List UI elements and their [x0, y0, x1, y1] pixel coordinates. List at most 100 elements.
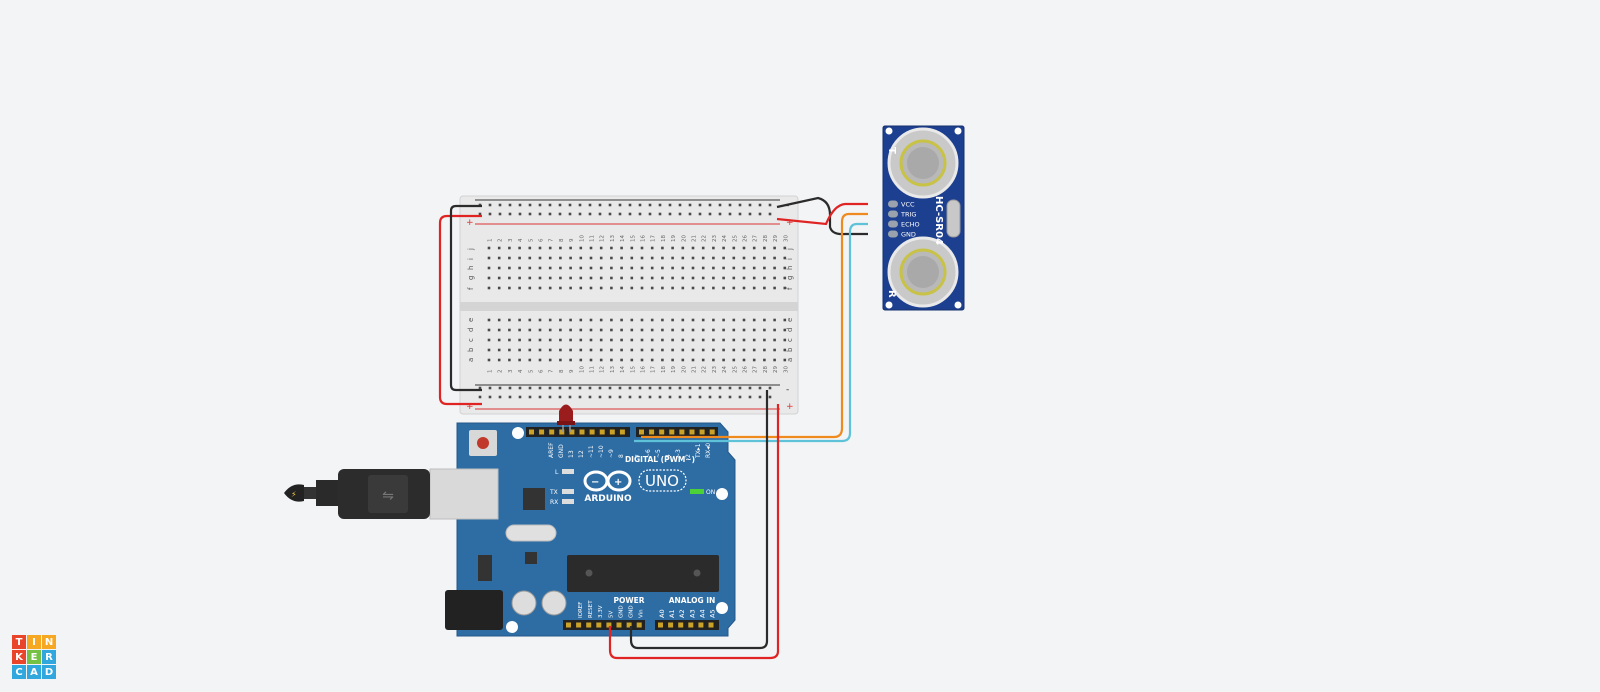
rail-hole[interactable]: [478, 386, 482, 390]
rail-hole[interactable]: [728, 212, 732, 216]
breadboard-hole[interactable]: [610, 256, 613, 260]
breadboard-hole[interactable]: [630, 318, 634, 322]
breadboard-hole[interactable]: [518, 358, 521, 362]
breadboard-holes[interactable]: [478, 203, 787, 399]
analog-header[interactable]: [655, 620, 719, 630]
breadboard-hole[interactable]: [742, 286, 746, 290]
breadboard-hole[interactable]: [661, 318, 664, 322]
rail-hole[interactable]: [658, 203, 662, 207]
breadboard-hole[interactable]: [579, 348, 583, 352]
breadboard-hole[interactable]: [783, 358, 787, 362]
rail-hole[interactable]: [678, 395, 682, 399]
breadboard-hole[interactable]: [763, 348, 766, 352]
breadboard-hole[interactable]: [620, 318, 623, 322]
breadboard-hole[interactable]: [599, 348, 603, 352]
breadboard-hole[interactable]: [487, 256, 491, 260]
rail-hole[interactable]: [498, 386, 502, 390]
breadboard-hole[interactable]: [712, 318, 715, 322]
breadboard-hole[interactable]: [508, 266, 511, 270]
breadboard-hole[interactable]: [620, 246, 623, 250]
breadboard-hole[interactable]: [579, 338, 583, 342]
rail-hole[interactable]: [568, 212, 572, 216]
rail-hole[interactable]: [478, 212, 482, 216]
breadboard-hole[interactable]: [722, 246, 725, 250]
breadboard-hole[interactable]: [610, 246, 613, 250]
breadboard-hole[interactable]: [538, 276, 542, 280]
breadboard-hole[interactable]: [650, 318, 654, 322]
breadboard-hole[interactable]: [681, 256, 685, 260]
rail-hole[interactable]: [588, 212, 592, 216]
breadboard-hole[interactable]: [671, 358, 674, 362]
breadboard-hole[interactable]: [487, 318, 491, 322]
breadboard-hole[interactable]: [579, 256, 583, 260]
breadboard-hole[interactable]: [671, 246, 674, 250]
rail-hole[interactable]: [528, 386, 532, 390]
breadboard-hole[interactable]: [701, 318, 705, 322]
breadboard-hole[interactable]: [681, 276, 685, 280]
breadboard-hole[interactable]: [752, 358, 756, 362]
breadboard-hole[interactable]: [691, 276, 695, 280]
breadboard-hole[interactable]: [569, 256, 572, 260]
header-pin[interactable]: [586, 622, 592, 628]
rail-hole[interactable]: [498, 212, 502, 216]
header-pin[interactable]: [579, 429, 585, 435]
wires[interactable]: [438, 196, 868, 660]
wire-red-5v[interactable]: [608, 404, 780, 660]
breadboard[interactable]: - + - + - + - + 112233445566778899101011…: [459, 195, 799, 415]
breadboard-hole[interactable]: [752, 328, 756, 332]
header-pin[interactable]: [549, 429, 555, 435]
wire-red-sensor-vcc[interactable]: [776, 202, 868, 226]
rail-hole[interactable]: [648, 386, 652, 390]
tinkercad-logo[interactable]: T I N K E R C A D: [12, 635, 57, 680]
rail-hole[interactable]: [748, 386, 752, 390]
header-pin[interactable]: [576, 622, 582, 628]
breadboard-hole[interactable]: [589, 256, 593, 260]
breadboard-hole[interactable]: [599, 358, 603, 362]
header-pin[interactable]: [659, 429, 665, 435]
breadboard-hole[interactable]: [528, 246, 532, 250]
breadboard-hole[interactable]: [508, 358, 511, 362]
breadboard-hole[interactable]: [497, 276, 501, 280]
breadboard-hole[interactable]: [620, 276, 623, 280]
breadboard-hole[interactable]: [742, 266, 746, 270]
breadboard-hole[interactable]: [528, 358, 532, 362]
header-pin[interactable]: [589, 429, 595, 435]
breadboard-hole[interactable]: [630, 286, 634, 290]
breadboard-hole[interactable]: [681, 246, 685, 250]
rail-hole[interactable]: [738, 395, 742, 399]
breadboard-hole[interactable]: [528, 348, 532, 352]
breadboard-hole[interactable]: [691, 328, 695, 332]
breadboard-hole[interactable]: [773, 266, 776, 270]
breadboard-hole[interactable]: [487, 358, 491, 362]
rail-hole[interactable]: [678, 386, 682, 390]
breadboard-hole[interactable]: [599, 338, 603, 342]
breadboard-hole[interactable]: [508, 348, 511, 352]
rail-hole[interactable]: [608, 203, 612, 207]
rail-hole[interactable]: [558, 386, 562, 390]
rail-hole[interactable]: [658, 386, 662, 390]
rail-hole[interactable]: [648, 203, 652, 207]
breadboard-hole[interactable]: [783, 246, 787, 250]
breadboard-hole[interactable]: [722, 338, 725, 342]
breadboard-hole[interactable]: [752, 348, 756, 352]
breadboard-hole[interactable]: [518, 266, 521, 270]
sensor-pin[interactable]: [888, 200, 898, 208]
breadboard-hole[interactable]: [783, 348, 787, 352]
breadboard-hole[interactable]: [783, 286, 787, 290]
breadboard-hole[interactable]: [559, 328, 562, 332]
breadboard-hole[interactable]: [569, 286, 572, 290]
breadboard-hole[interactable]: [538, 286, 542, 290]
rail-hole[interactable]: [748, 395, 752, 399]
rail-hole[interactable]: [668, 203, 672, 207]
breadboard-hole[interactable]: [518, 318, 521, 322]
breadboard-hole[interactable]: [508, 328, 511, 332]
breadboard-hole[interactable]: [773, 286, 776, 290]
breadboard-hole[interactable]: [752, 246, 756, 250]
breadboard-hole[interactable]: [650, 338, 654, 342]
rail-hole[interactable]: [748, 203, 752, 207]
rail-hole[interactable]: [578, 386, 582, 390]
breadboard-hole[interactable]: [701, 328, 705, 332]
breadboard-hole[interactable]: [773, 256, 776, 260]
wire-black-sensor-gnd[interactable]: [776, 196, 868, 236]
